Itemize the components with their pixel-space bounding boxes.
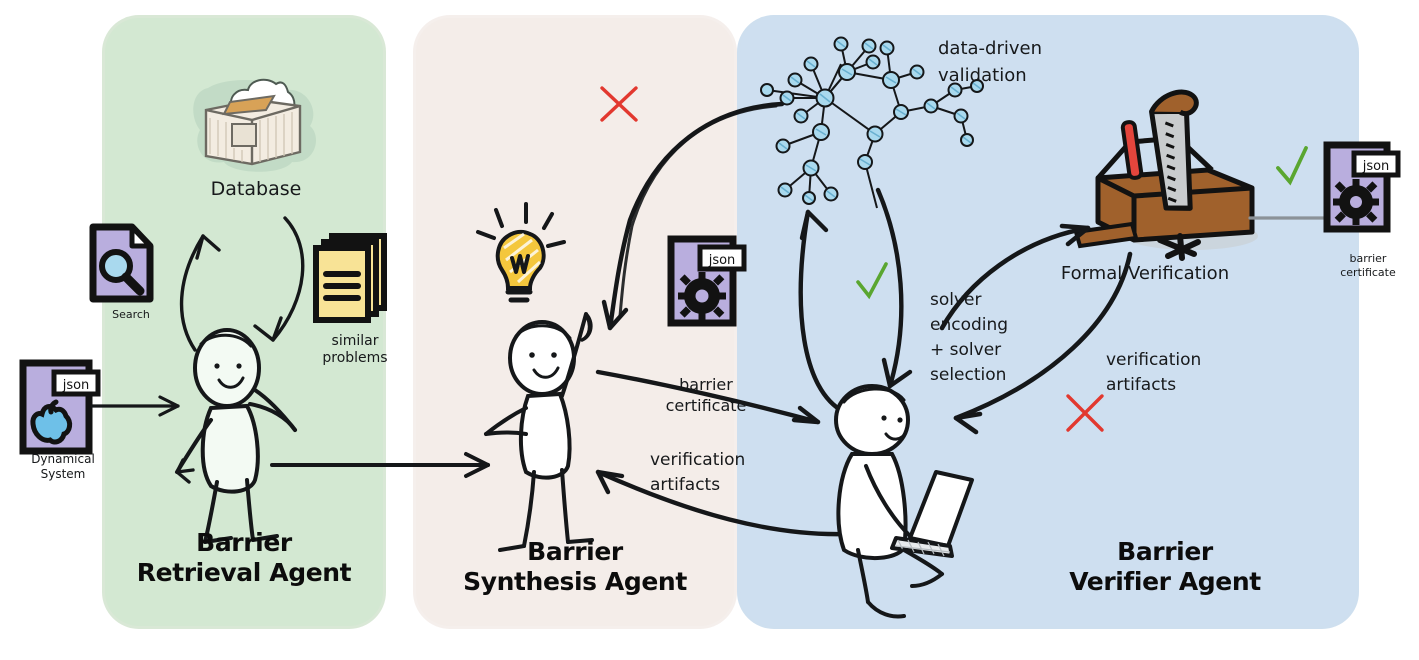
green-check-output (1276, 146, 1308, 186)
barrier-certificate-output-label: barrier certificate (1340, 252, 1396, 279)
arrow-verifier-to-formal-verification (939, 223, 1091, 331)
arrow-verifier-to-synthesis (595, 469, 849, 537)
red-cross-synthesis (600, 86, 638, 122)
panel-title-synthesis: Barrier Synthesis Agent (463, 537, 687, 596)
red-cross-verification (1066, 394, 1104, 432)
barrier-certificate-icon: json (667, 235, 747, 327)
retrieval-loop-arrows (179, 216, 305, 352)
arrow-formal-verification-to-verifier (953, 251, 1133, 435)
toolbox-icon (1073, 89, 1258, 261)
dynamical-system-icon: json (19, 359, 101, 455)
arrow-graph-to-verifier (875, 187, 913, 389)
arrow-dynamical-to-retrieval (90, 395, 180, 417)
panel-title-verifier: Barrier Verifier Agent (1069, 537, 1261, 596)
search-label: Search (112, 308, 150, 321)
lightbulb-icon (476, 202, 566, 303)
arrow-synthesis-to-graph (601, 101, 785, 331)
database-icon (193, 78, 316, 172)
verification-artifacts-mid-label: verification artifacts (650, 450, 746, 495)
similar-problems-label: similar problems (322, 333, 388, 366)
green-check-validation (856, 262, 888, 300)
arrow-synthesis-to-verifier (595, 369, 821, 425)
retrieval-agent-figure (175, 328, 297, 544)
synthesis-agent-figure (484, 312, 594, 552)
json-tag-dynamical: json (62, 378, 90, 393)
solver-encoding-label: solver encoding + solver selection (930, 290, 1009, 385)
similar-problems-icon (313, 233, 387, 323)
search-icon (89, 223, 154, 303)
barrier-certificate-output-icon: json (1323, 141, 1401, 233)
panel-title-retrieval: Barrier Retrieval Agent (136, 528, 352, 587)
verification-artifacts-right-label: verification artifacts (1106, 350, 1202, 395)
data-driven-validation-label: data-driven validation (938, 38, 1043, 86)
verifier-agent-figure (834, 384, 974, 619)
json-tag-output: json (1362, 159, 1390, 174)
arrow-retrieval-to-synthesis (270, 452, 490, 478)
graph-icon (760, 36, 984, 209)
database-label: Database (210, 178, 302, 200)
formal-verification-label: Formal Verification (1060, 263, 1230, 284)
dynamical-system-label: Dynamical System (31, 452, 95, 481)
json-tag-certificate: json (708, 253, 736, 268)
arrow-verifier-to-graph (798, 209, 847, 415)
